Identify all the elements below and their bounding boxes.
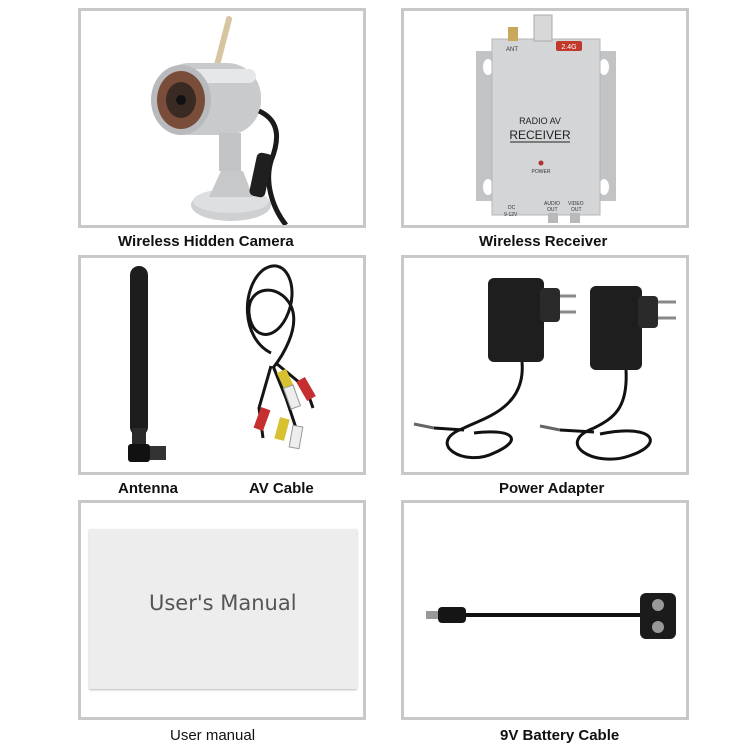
receiver-title-line2: RECEIVER: [509, 128, 571, 142]
av-cable-caption: AV Cable: [249, 480, 314, 497]
power-adapter-image: [413, 278, 676, 461]
receiver-image: 2.4G ANT RADIO AV RECEIVER POWER DC 9-12…: [476, 14, 616, 223]
receiver-title-line1: RADIO AV: [519, 116, 561, 126]
antenna-icon: [128, 266, 166, 462]
receiver-badge: 2.4G: [561, 44, 576, 51]
manual-cover: User's Manual: [89, 529, 357, 689]
battery-cable-image: [426, 593, 676, 639]
receiver-video-out-label: OUT: [571, 207, 582, 213]
camera-caption: Wireless Hidden Camera: [118, 233, 294, 250]
receiver-ant-label: ANT: [506, 47, 518, 53]
battery-cable-panel: [401, 500, 689, 720]
receiver-power-label: POWER: [532, 169, 551, 175]
receiver-audio-out-label: OUT: [547, 207, 558, 213]
user-manual-panel: User's Manual: [78, 500, 366, 720]
camera-panel: [78, 8, 366, 228]
receiver-dc-volt-label: 9-12V: [504, 212, 518, 218]
user-manual-caption: User manual: [170, 727, 256, 744]
receiver-dc-label: DC: [508, 205, 516, 211]
antenna-cable-image: [128, 264, 316, 462]
power-adapter-panel: [401, 255, 689, 475]
receiver-audio-label: AUDIO: [544, 201, 560, 207]
power-adapter-caption: Power Adapter: [499, 480, 605, 497]
receiver-panel: 2.4G ANT RADIO AV RECEIVER POWER DC 9-12…: [401, 8, 689, 228]
receiver-video-label: VIDEO: [568, 201, 584, 207]
av-cable-icon: [245, 264, 316, 450]
battery-cable-caption: 9V Battery Cable: [500, 727, 620, 744]
camera-image: [151, 16, 288, 225]
battery-cable-icon: [426, 593, 676, 639]
manual-cover-text: User's Manual: [149, 591, 297, 615]
antenna-cable-panel: [78, 255, 366, 475]
receiver-caption: Wireless Receiver: [479, 233, 608, 250]
power-adapter-icon: [413, 278, 676, 461]
antenna-caption: Antenna: [118, 480, 178, 497]
